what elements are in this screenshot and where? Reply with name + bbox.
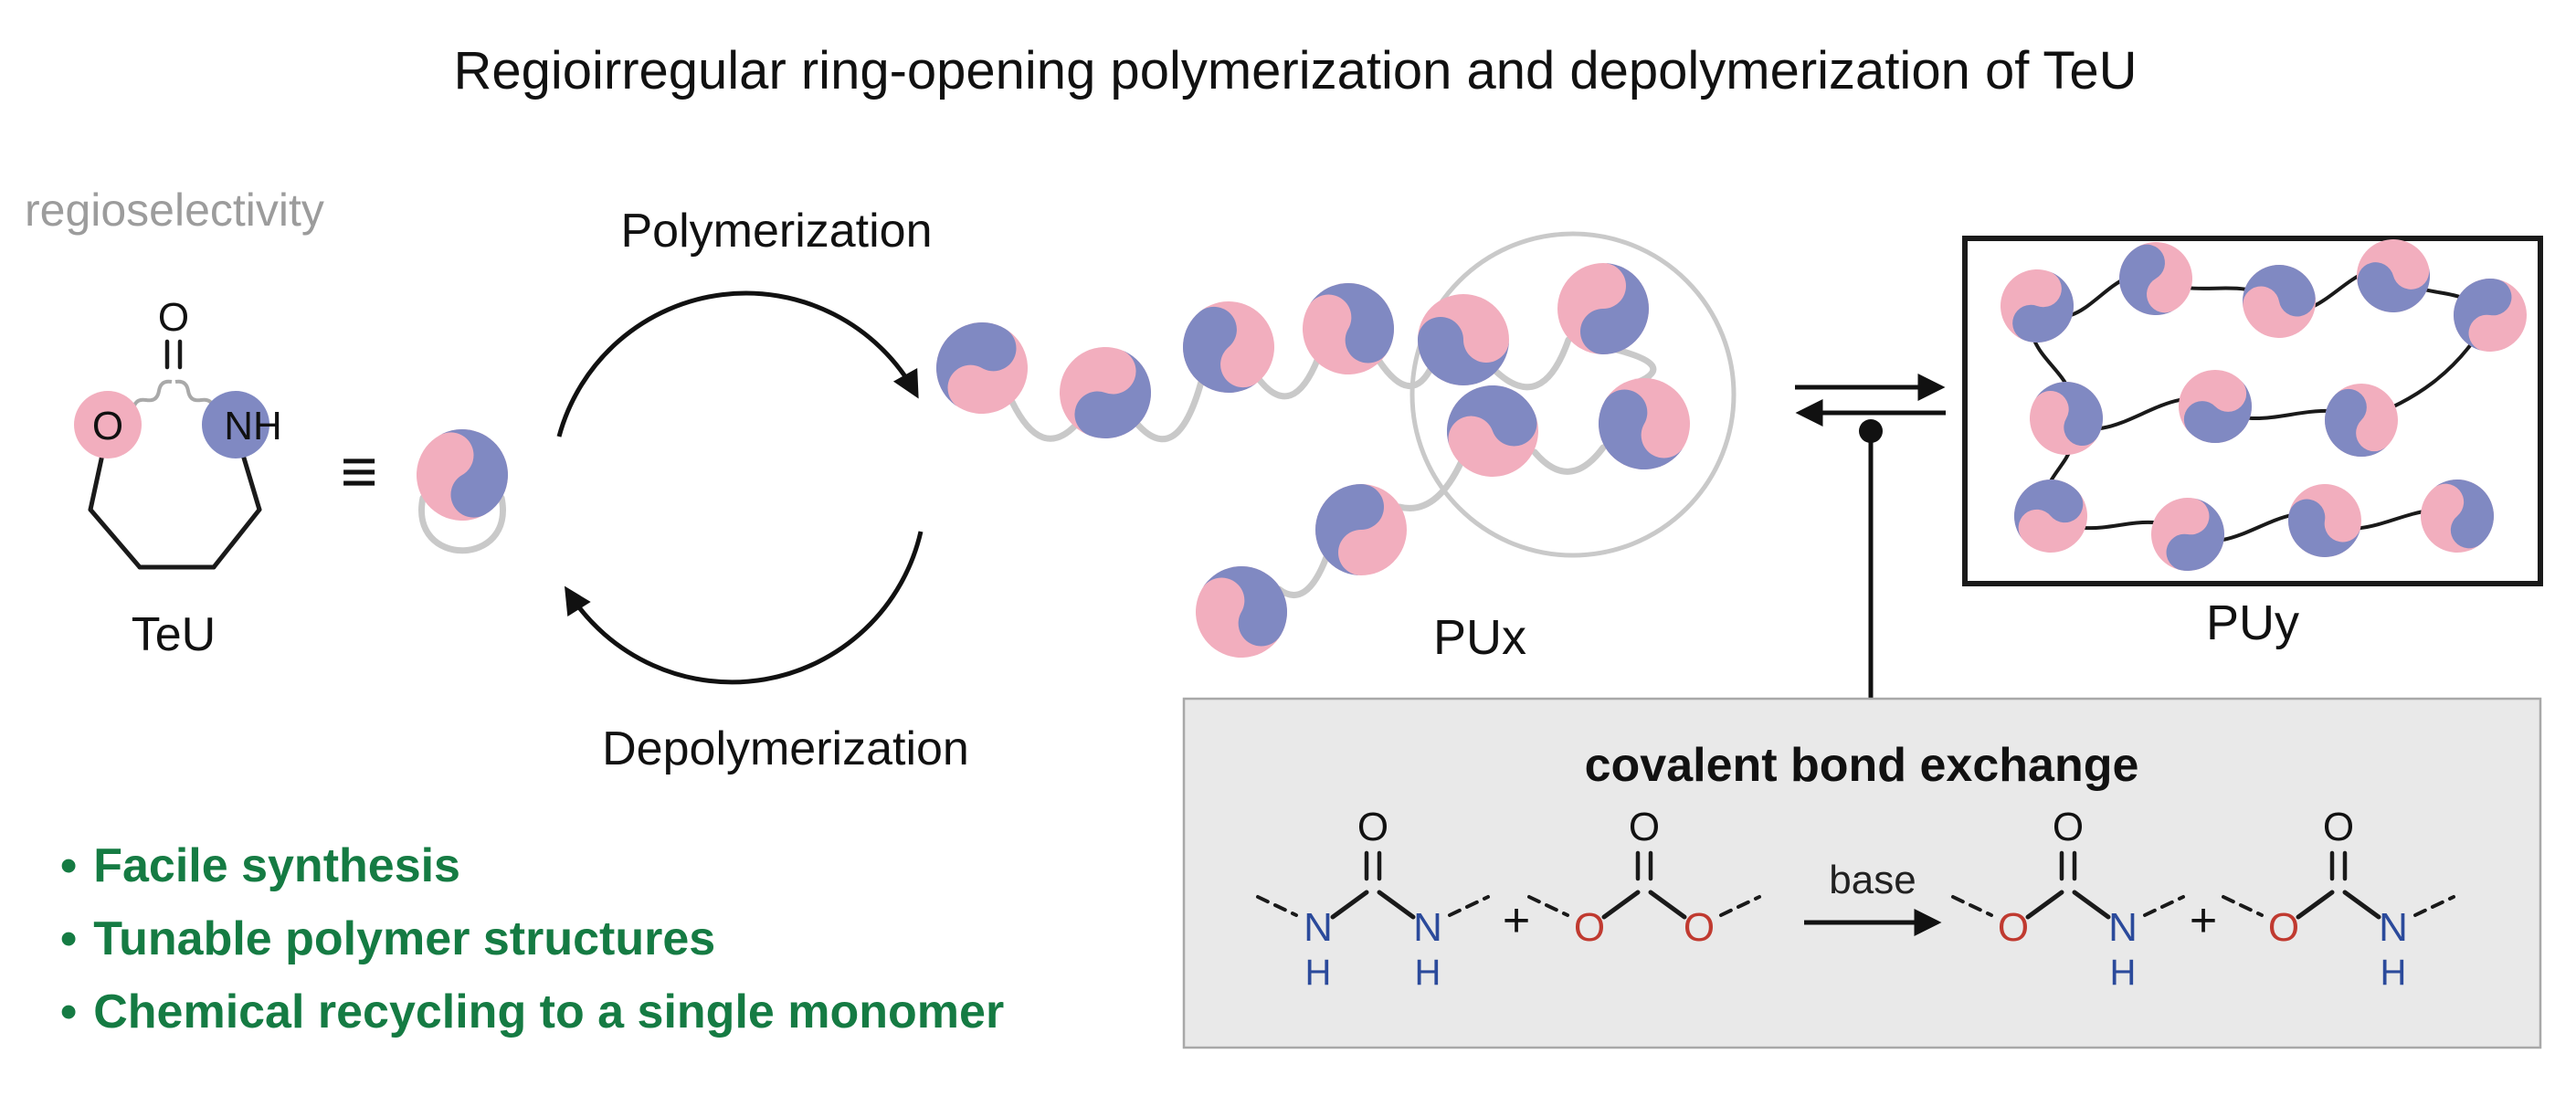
dashed-bond	[1527, 895, 1569, 917]
carbamate-nitrogen: N	[2108, 905, 2138, 950]
oxygen-highlight-circle	[74, 391, 142, 458]
figure-title: Regioirregular ring-opening polymerizati…	[453, 41, 2137, 100]
bullet-chemical-recycling: • Chemical recycling to a single monomer	[60, 985, 1004, 1039]
dashed-bond	[2413, 895, 2455, 917]
ring-bond	[211, 507, 262, 570]
chain-link	[1491, 336, 1572, 391]
monomer-unit	[399, 412, 525, 538]
dashed-bond	[1719, 895, 1761, 917]
exchange-frame	[1182, 697, 2542, 1049]
monomer-ball	[399, 412, 525, 554]
bullet-text: Facile synthesis	[93, 839, 460, 892]
bond	[1601, 890, 1641, 920]
carbonate-oxygen: O	[1574, 905, 1605, 950]
chain-link	[1132, 378, 1205, 443]
chain-link	[1275, 553, 1330, 598]
bond	[2296, 890, 2335, 920]
ring-nh-label: NH	[224, 404, 282, 448]
dashed-bond	[2222, 895, 2264, 917]
chain-link	[1375, 356, 1436, 389]
dashed-bond	[1256, 895, 1298, 917]
chain-link	[1531, 444, 1607, 475]
carbamate-carbonyl-oxygen: O	[2053, 805, 2084, 849]
teu-name-label: TeU	[132, 608, 216, 661]
dashed-bond	[2143, 895, 2185, 917]
carbamate-product-2: O O N H	[2222, 805, 2455, 993]
exchange-box: covalent bond exchange O N H N H + O O	[1182, 697, 2542, 1049]
bond	[1330, 890, 1369, 920]
bond	[2072, 890, 2111, 920]
ring-bond	[88, 507, 143, 570]
regioselectivity-label: regioselectivity	[25, 184, 324, 236]
carbamate-hydrogen: H	[2381, 953, 2407, 993]
bullet-tunable-structures: • Tunable polymer structures	[60, 912, 1004, 966]
ring-bond	[240, 452, 262, 512]
base-label: base	[1829, 858, 1916, 902]
pux-label: PUx	[1433, 610, 1526, 665]
polymerization-arrow	[556, 290, 919, 437]
bullet-marker: •	[60, 985, 78, 1038]
chain-link	[1255, 354, 1322, 400]
pux-chain: PUx	[919, 231, 1737, 675]
chain-link	[1613, 346, 1657, 385]
monomer-unit	[1315, 484, 1407, 575]
bullet-marker: •	[60, 912, 78, 965]
carbamate-product-1: O O N H	[1951, 805, 2185, 993]
plus-sign: +	[1503, 894, 1530, 947]
bullet-text: Chemical recycling to a single monomer	[93, 985, 1005, 1038]
chain-link	[1008, 398, 1080, 442]
puy-label: PUy	[2206, 595, 2299, 650]
plus-sign: +	[2190, 894, 2217, 947]
exchange-title: covalent bond exchange	[1585, 739, 2139, 792]
monomer-unit	[1557, 263, 1649, 354]
urea-carbonyl-oxygen: O	[1357, 805, 1388, 849]
chain-zoom-circle	[1409, 231, 1737, 558]
bond	[1377, 890, 1416, 920]
nitrogen-highlight-circle	[202, 391, 269, 458]
carbamate-carbonyl-oxygen: O	[2323, 805, 2354, 849]
urea-nitrogen: N	[1413, 905, 1442, 950]
chain-link	[1396, 458, 1465, 511]
urea-fragment: O N H N H	[1256, 805, 1490, 993]
monomer-unit	[1418, 294, 1509, 385]
bond	[1648, 890, 1687, 920]
bullet-text: Tunable polymer structures	[93, 912, 716, 965]
equilibrium	[1795, 374, 1946, 699]
monomer-unit	[1178, 549, 1304, 675]
depolymerization-arrow	[564, 531, 924, 685]
carbamate-oxygen: O	[2268, 905, 2299, 950]
dashed-bond	[1951, 895, 1993, 917]
puy-box: PUy	[1962, 228, 2543, 650]
monomer-unit	[919, 305, 1045, 431]
carbonate-fragment: O O O	[1527, 805, 1761, 950]
teu-structure: O O NH TeU	[74, 295, 282, 661]
monomer-unit	[1581, 361, 1707, 487]
bond	[2342, 890, 2381, 920]
urea-hydrogen: H	[1305, 953, 1332, 993]
carbamate-nitrogen: N	[2379, 905, 2408, 950]
bullet-facile-synthesis: • Facile synthesis	[60, 838, 1004, 893]
carbonyl-oxygen-label: O	[158, 295, 189, 340]
monomer-unit	[1433, 372, 1552, 490]
carbonate-oxygen: O	[1684, 905, 1715, 950]
urea-nitrogen: N	[1304, 905, 1333, 950]
ring-oxygen-label: O	[92, 404, 123, 448]
ring-bond	[88, 452, 105, 512]
equivalence-symbol: ≡	[341, 436, 378, 507]
reaction-cycle: Polymerization Depolymerization	[556, 205, 969, 775]
bullet-marker: •	[60, 839, 78, 892]
carbamate-hydrogen: H	[2110, 953, 2137, 993]
carbonate-carbonyl-oxygen: O	[1629, 805, 1660, 849]
key-points: • Facile synthesis • Tunable polymer str…	[60, 838, 1004, 1058]
dashed-bond	[1448, 895, 1490, 917]
carbamate-oxygen: O	[1998, 905, 2029, 950]
monomer-ring-loop	[418, 494, 506, 554]
polymerization-label: Polymerization	[620, 205, 932, 258]
urea-hydrogen: H	[1415, 953, 1441, 993]
bond	[2025, 890, 2064, 920]
depolymerization-label: Depolymerization	[602, 722, 969, 775]
